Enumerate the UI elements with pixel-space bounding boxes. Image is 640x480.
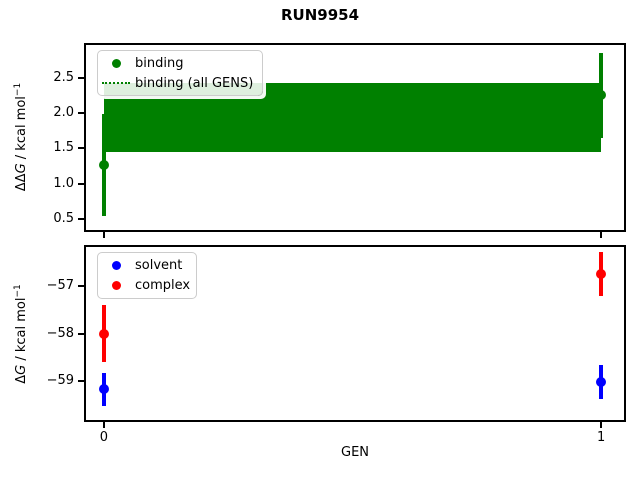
legend-handle [100, 82, 132, 84]
figure-title: RUN9954 [280, 6, 360, 24]
y-tick-mark [78, 285, 84, 288]
y-tick-label: 1.0 [53, 175, 74, 191]
all-gens-mean-line [103, 116, 602, 119]
complex-marker-icon [111, 281, 121, 290]
x-tick-mark [102, 232, 105, 238]
x-tick-mark [600, 232, 603, 238]
x-tick-mark [600, 422, 603, 428]
y-tick-label: 2.0 [53, 105, 74, 121]
top-axes-frame [84, 43, 626, 232]
legend-handle [100, 281, 132, 290]
data-point-solvent [98, 384, 109, 395]
data-point-complex [596, 268, 607, 279]
y-tick-mark [78, 380, 84, 383]
x-tick-label: 1 [596, 430, 606, 445]
y-tick-label: −58 [46, 325, 74, 341]
legend-handle [100, 58, 132, 68]
y-tick-label: 0.5 [53, 211, 74, 227]
legend-label-binding: binding [135, 55, 184, 71]
y-tick-mark [78, 76, 84, 79]
data-point-binding [98, 159, 109, 170]
legend-label-complex: complex [135, 278, 191, 293]
data-point-binding [596, 90, 607, 101]
y-tick-label: 1.5 [53, 140, 74, 156]
bottom-axes-frame [84, 245, 626, 422]
y-tick-label: −59 [46, 373, 74, 389]
data-point-complex [98, 328, 109, 339]
legend-item-binding-all-gens: binding (all GENS) [100, 73, 254, 93]
legend-label-solvent: solvent [135, 258, 183, 273]
y-tick-mark [78, 147, 84, 150]
legend-item-complex: complex [100, 276, 191, 296]
y-tick-label: −57 [46, 278, 74, 294]
top-legend: binding binding (all GENS) [97, 50, 263, 96]
y-tick-mark [78, 218, 84, 221]
y-tick-label: 2.5 [53, 69, 74, 85]
legend-item-solvent: solvent [100, 256, 188, 276]
y-tick-mark [78, 182, 84, 185]
x-tick-mark [102, 422, 105, 428]
y-tick-mark [78, 112, 84, 115]
solvent-marker-icon [111, 261, 121, 270]
top-ylabel-symbol: G [14, 163, 30, 174]
dotted-line-icon [102, 82, 130, 84]
data-point-solvent [596, 377, 607, 388]
x-axis-label: GEN [340, 445, 370, 460]
legend-item-binding: binding [100, 53, 254, 73]
legend-label-binding-all-gens: binding (all GENS) [135, 75, 254, 91]
binding-marker-icon [111, 58, 121, 68]
x-tick-label: 0 [99, 430, 109, 445]
y-tick-mark [78, 332, 84, 335]
bottom-legend: solvent complex [97, 252, 197, 299]
legend-handle [100, 261, 132, 270]
